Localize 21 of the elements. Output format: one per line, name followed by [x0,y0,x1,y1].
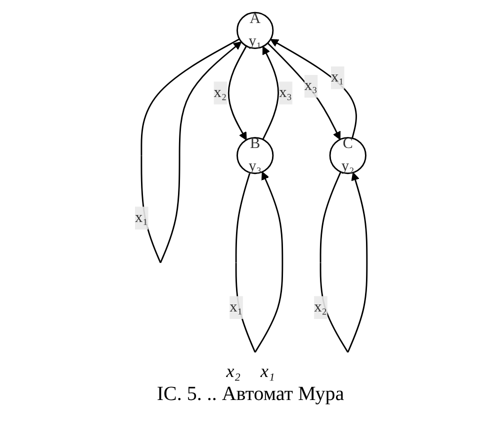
node-circle [328,136,366,174]
edge-label: x₃ [304,78,317,94]
edge-label: x₁ [134,210,148,226]
edge-label: x₂ [213,84,226,101]
arrow [262,46,279,140]
arrow [234,172,283,353]
node-circle [236,12,274,49]
arrow [319,172,368,353]
edge-label: x₃ [278,84,292,101]
input-label: x₂ [226,361,240,381]
arrow [227,46,247,140]
arrow [270,38,357,138]
state-diagram: x₁ x₂ x₃ x₁ x₃ x₁ x₂ A y₁ B y₃ C y₂ [120,0,380,360]
arrow [140,38,242,264]
node-circle [236,136,274,174]
caption: ІС. 5. .. Автомат Мура [156,383,346,406]
edge-label: x₁ [229,299,242,316]
edge-label: x₁ [330,69,344,86]
input-label: x₁ [260,361,275,381]
edge-label: x₂ [314,299,327,316]
arrow [266,42,340,140]
